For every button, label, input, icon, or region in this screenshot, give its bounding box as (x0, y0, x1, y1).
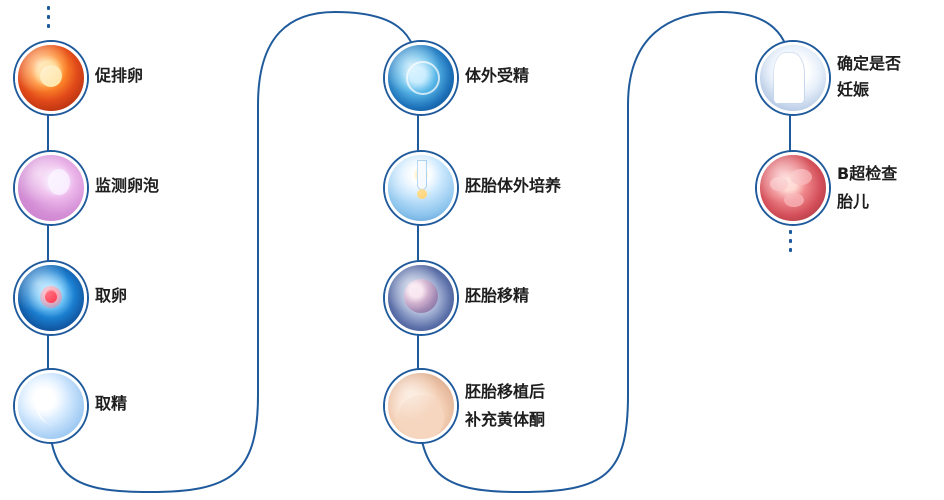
step-label-line-1: B超检查 (837, 164, 898, 183)
fertilization-icon (385, 42, 457, 114)
step-label: 胚胎体外培养 (465, 176, 562, 195)
pregnancy-check-icon (757, 42, 829, 114)
step-label-line-2: 胎儿 (837, 192, 870, 211)
sperm-collection-icon (15, 370, 87, 442)
step-label: 监测卵泡 (95, 176, 160, 195)
ovulation-icon (15, 42, 87, 114)
ellipsis-start (45, 6, 51, 33)
ellipsis-end (787, 230, 793, 257)
step-label: 取精 (95, 394, 128, 413)
step-label-line-1: 胚胎移植后 (465, 382, 546, 401)
embryo-culture-icon (385, 152, 457, 224)
step-label-line-2: 妊娠 (837, 80, 870, 99)
step-label: 取卵 (95, 286, 128, 305)
embryo-transfer-icon (385, 262, 457, 334)
step-label: 胚胎移精 (465, 286, 530, 305)
progesterone-icon (385, 370, 457, 442)
step-label: 促排卵 (95, 66, 144, 85)
step-label-line-1: 确定是否 (837, 54, 902, 73)
ultrasound-icon (757, 152, 829, 224)
egg-retrieval-icon (15, 262, 87, 334)
follicle-monitoring-icon (15, 152, 87, 224)
step-label-line-2: 补充黄体酮 (465, 410, 546, 429)
step-label: 体外受精 (465, 66, 530, 85)
